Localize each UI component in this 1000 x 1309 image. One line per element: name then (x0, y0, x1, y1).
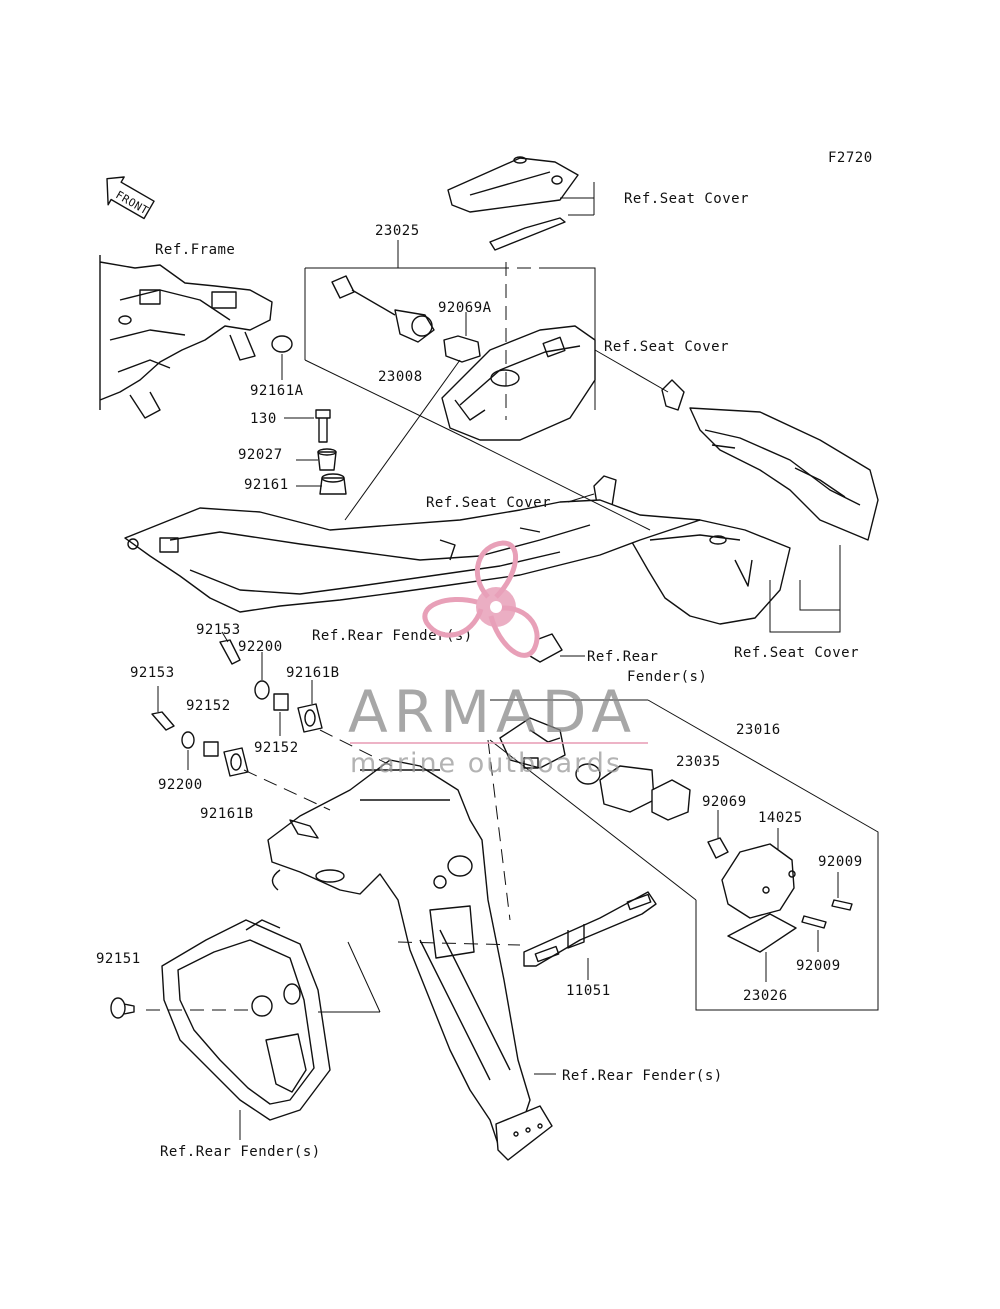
screw-92009-lower (801, 915, 827, 929)
license-plate-holder (161, 919, 331, 1121)
grommet-92161B-upper (297, 703, 323, 733)
screw-92153-lower (151, 711, 175, 731)
reflector-23026 (727, 913, 797, 953)
label-23035: 23035 (676, 754, 721, 770)
bulb-92069 (707, 837, 729, 859)
label-92009-upper: 92009 (818, 854, 863, 870)
screw-92009-upper (831, 899, 853, 911)
washer-92200-upper (254, 680, 270, 700)
label-92161A: 92161A (250, 383, 304, 399)
label-92069: 92069 (702, 794, 747, 810)
label-92161: 92161 (244, 477, 289, 493)
watermark-tagline: marine outboards (350, 748, 622, 779)
side-seat-cover-right (689, 407, 879, 541)
label-23016: 23016 (736, 722, 781, 738)
label-92151: 92151 (96, 951, 141, 967)
lower-seat-cover (624, 519, 791, 625)
label-130: 130 (250, 411, 277, 427)
rear-fender-lower (267, 759, 553, 1161)
figure-code: F2720 (828, 150, 873, 166)
grommet-92161B-lower (223, 747, 249, 777)
label-92009-lower: 92009 (796, 958, 841, 974)
label-ref-seat-cover-3: Ref.Seat Cover (426, 495, 551, 511)
label-92200-lower: 92200 (158, 777, 203, 793)
bulb-92069A (443, 335, 481, 363)
screw-92153-upper (219, 639, 241, 665)
label-ref-seat-cover-top: Ref.Seat Cover (624, 191, 749, 207)
label-ref-seat-cover-2: Ref.Seat Cover (604, 339, 729, 355)
label-11051: 11051 (566, 983, 611, 999)
label-ref-rear-fender-2a: Ref.Rear (587, 649, 658, 665)
collar-92152-upper (273, 693, 289, 711)
label-92200-upper: 92200 (238, 639, 283, 655)
watermark-brand: ARMADA (348, 678, 637, 746)
label-23026: 23026 (743, 988, 788, 1004)
screw-92151 (110, 997, 135, 1019)
washer-92200-lower (181, 731, 195, 749)
label-ref-seat-cover-4: Ref.Seat Cover (734, 645, 859, 661)
socket-23035 (599, 765, 691, 821)
label-92152-lower: 92152 (254, 740, 299, 756)
label-92069A: 92069A (438, 300, 492, 316)
grommet-92161 (319, 473, 347, 495)
rear-fender-main (124, 499, 701, 613)
label-ref-rear-fender-3: Ref.Rear Fender(s) (562, 1068, 723, 1084)
front-arrow-icon: FRONT (106, 176, 155, 220)
label-14025: 14025 (758, 810, 803, 826)
grommet-92161A (271, 335, 293, 353)
frame-section (99, 255, 273, 419)
label-ref-rear-fender-2b: Fender(s) (627, 669, 707, 685)
bulb-socket-23025 (331, 275, 435, 343)
seat-cover-bracket-top (447, 156, 579, 251)
watermark: ARMADA marine outboards (348, 540, 648, 779)
cover-14025 (721, 843, 796, 919)
seat-cover-grommet-1 (661, 379, 685, 411)
label-23025: 23025 (375, 223, 420, 239)
label-23008: 23008 (378, 369, 423, 385)
bracket-11051 (523, 891, 657, 967)
label-ref-rear-fender-4: Ref.Rear Fender(s) (160, 1144, 321, 1160)
label-92153-lower: 92153 (130, 665, 175, 681)
label-ref-frame: Ref.Frame (155, 242, 235, 258)
collar-92152-lower (203, 741, 219, 757)
propeller-logo-icon (422, 540, 540, 658)
label-92161B-upper: 92161B (286, 665, 340, 681)
leader-lines (146, 182, 879, 1140)
collar-92027 (317, 448, 337, 471)
label-92153-upper: 92153 (196, 622, 241, 638)
label-92027: 92027 (238, 447, 283, 463)
label-92161B-lower: 92161B (200, 806, 254, 822)
bolt-130 (315, 409, 331, 443)
label-92152-upper: 92152 (186, 698, 231, 714)
